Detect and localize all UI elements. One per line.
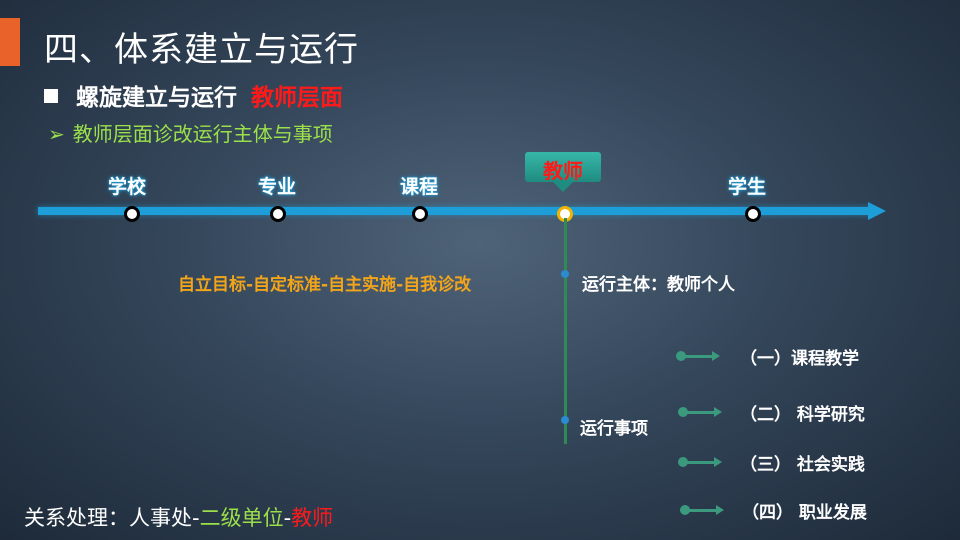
item-text: （二） 科学研究: [740, 405, 865, 425]
arrow-right-icon: [676, 351, 720, 361]
arrow-right-icon: [678, 407, 722, 417]
subtitle-text: 螺旋建立与运行: [76, 85, 237, 111]
list-item: （二） 科学研究: [678, 400, 888, 425]
relation-text: 关系处理：人事处-二级单位-教师: [24, 502, 333, 532]
branch-dot-subject: [561, 270, 569, 278]
slide-title: 四、体系建立与运行: [44, 30, 359, 70]
node-label-course: 课程: [400, 176, 439, 198]
list-item: （三） 社会实践: [678, 450, 888, 475]
slide-subtitle: 螺旋建立与运行教师层面: [44, 78, 343, 112]
arrow-right-icon: [678, 457, 722, 467]
timeline-node-course: [412, 206, 428, 222]
subtitle-highlight: 教师层面: [251, 85, 343, 111]
accent-bar: [0, 18, 20, 66]
item-text: （四） 职业发展: [742, 503, 867, 523]
node-label-student: 学生: [728, 176, 767, 198]
node-label-school: 学校: [108, 176, 147, 198]
timeline-arrow-icon: [868, 202, 886, 220]
arrow-bullet-icon: ➢: [48, 122, 65, 146]
list-item: （四） 职业发展: [680, 498, 890, 523]
teacher-tag-text: 教师: [543, 159, 583, 183]
subject-text: 运行主体：教师个人: [582, 275, 735, 295]
node-label-teacher: 教师: [525, 152, 601, 192]
item-text: （三） 社会实践: [740, 455, 865, 475]
square-bullet-icon: [44, 89, 58, 103]
timeline-node-major: [270, 206, 286, 222]
point-text: 教师层面诊改运行主体与事项: [72, 122, 333, 146]
node-label-major: 专业: [258, 176, 297, 198]
list-item: （一）课程教学: [676, 344, 886, 369]
timeline-bar: [38, 207, 872, 215]
relation-middle: 二级单位: [199, 506, 284, 530]
timeline-node-student: [745, 206, 761, 222]
item-text: （一）课程教学: [740, 349, 859, 369]
branch-dot-matters: [561, 416, 569, 424]
matters-label: 运行事项: [580, 419, 648, 439]
branch-line: [564, 218, 567, 444]
bullet-point: ➢ 教师层面诊改运行主体与事项: [48, 118, 333, 147]
relation-sep: -: [283, 506, 292, 530]
timeline-node-school: [124, 206, 140, 222]
relation-prefix: 关系处理：人事处-: [24, 506, 200, 530]
relation-suffix: 教师: [291, 506, 334, 530]
arrow-right-icon: [680, 505, 724, 515]
cycle-text: 自立目标-自定标准-自主实施-自我诊改: [178, 275, 472, 295]
